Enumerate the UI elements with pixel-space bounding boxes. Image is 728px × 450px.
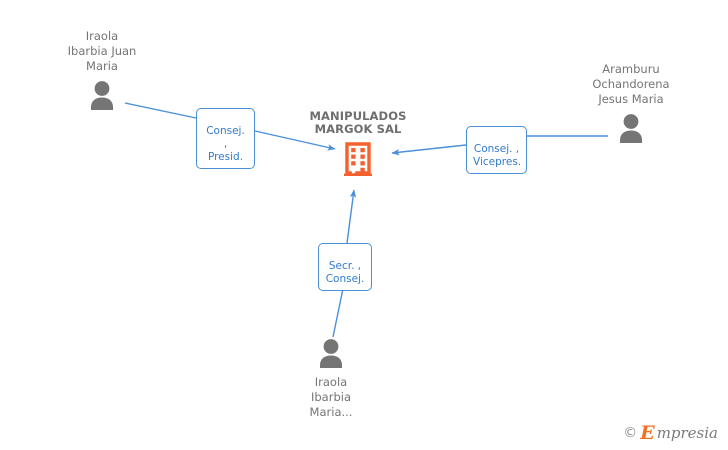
person-icon [320, 339, 342, 368]
person-node-iraola-maria[interactable]: Iraola Ibarbia Maria... [256, 336, 406, 420]
relation-label-text: Consej. , Vicepres. [473, 143, 522, 168]
company-name-label: MANIPULADOS MARGOK SAL [309, 109, 407, 136]
relation-label-text: Secr. , Consej. [325, 260, 365, 285]
relation-label-secr[interactable]: Secr. , Consej. [318, 243, 372, 291]
relation-label-text: Consej. , Presid. [206, 125, 245, 163]
person-node-iraola-juan[interactable]: Iraola Ibarbia Juan Maria [27, 29, 177, 112]
building-icon [344, 142, 372, 176]
edge-iraola-maria-out [346, 189, 357, 244]
brand-initial: E [640, 422, 655, 444]
person-name-label: Iraola Ibarbia Juan Maria [67, 29, 137, 73]
person-icon [91, 81, 113, 110]
relation-label-vicepres[interactable]: Consej. , Vicepres. [466, 126, 527, 174]
copyright-icon: © [623, 425, 638, 441]
company-node[interactable]: MANIPULADOS MARGOK SAL [273, 110, 443, 177]
relation-label-presid[interactable]: Consej. , Presid. [196, 108, 255, 169]
watermark-empresia: © E mpresia [623, 422, 718, 444]
person-name-label: Aramburu Ochandorena Jesus Maria [592, 62, 670, 106]
person-icon [620, 114, 642, 143]
brand-name: mpresia [656, 424, 718, 442]
person-name-label: Iraola Ibarbia Maria... [309, 375, 353, 419]
person-node-aramburu-jesus[interactable]: Aramburu Ochandorena Jesus Maria [556, 62, 706, 145]
